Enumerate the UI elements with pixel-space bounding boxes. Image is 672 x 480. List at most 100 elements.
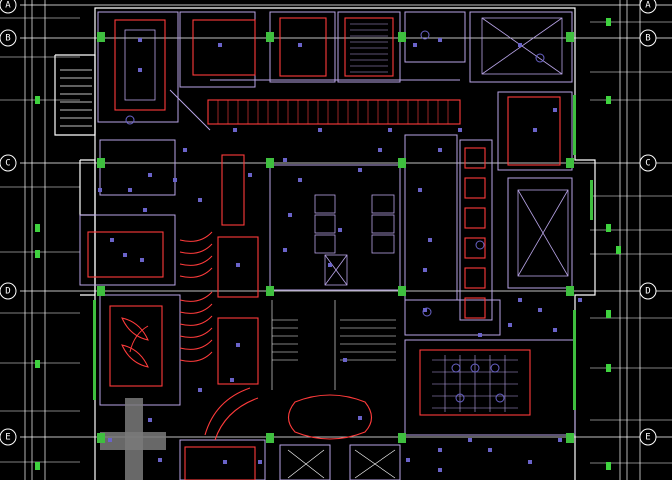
grid-label-c-left: C [5, 159, 10, 169]
light-fixture [283, 248, 287, 252]
light-fixture [236, 343, 240, 347]
light-fixture [283, 158, 287, 162]
downlight-fixture [422, 307, 432, 317]
light-fixture [148, 418, 152, 422]
side-markers [35, 18, 621, 470]
light-fixture [438, 38, 442, 42]
light-fixture [98, 188, 102, 192]
grid-bubble-c-right [639, 154, 657, 172]
grid-bubble-c-left [0, 154, 17, 172]
grid-bubble-a-left [0, 0, 17, 14]
light-fixture [343, 358, 347, 362]
light-fixture [198, 388, 202, 392]
light-fixture [488, 448, 492, 452]
grid-ceiling [432, 355, 518, 412]
light-fixture [298, 43, 302, 47]
light-fixture [413, 43, 417, 47]
light-fixture [558, 438, 562, 442]
light-fixture [230, 378, 234, 382]
light-fixture [508, 323, 512, 327]
light-fixture [423, 308, 427, 312]
downlight-fixture [420, 30, 430, 40]
cubicles [314, 194, 395, 286]
light-fixture [110, 238, 114, 242]
downlight-fixture [455, 393, 465, 403]
grid-bubble-b-right [639, 29, 657, 47]
grid-label-e-left: E [5, 433, 10, 443]
grid-bubble-b-left [0, 29, 17, 47]
light-fixture [428, 238, 432, 242]
grid-label-d-right: D [645, 287, 650, 297]
downlight-fixture [451, 363, 461, 373]
light-fixture [418, 188, 422, 192]
light-fixture [478, 333, 482, 337]
light-fixture [378, 148, 382, 152]
light-fixture [538, 308, 542, 312]
light-fixture [423, 268, 427, 272]
light-fixture [123, 253, 127, 257]
grid-bubble-d-left [0, 282, 17, 300]
light-fixture [388, 128, 392, 132]
light-fixture [108, 438, 112, 442]
light-fixture [173, 178, 177, 182]
light-fixtures [98, 30, 582, 472]
stair-upper-left [60, 69, 92, 127]
light-fixture [140, 258, 144, 262]
light-fixture [438, 448, 442, 452]
light-fixture [223, 460, 227, 464]
light-fixture [358, 416, 362, 420]
light-fixture [138, 68, 142, 72]
light-fixture [128, 188, 132, 192]
curved-louvres [179, 231, 213, 362]
downlight-fixture [470, 363, 480, 373]
grid-bubble-d-right [639, 282, 657, 300]
light-fixture [406, 458, 410, 462]
downlight-fixture [125, 115, 135, 125]
grid-label-a-left: A [5, 1, 11, 11]
light-fixture [533, 128, 537, 132]
light-fixture [138, 38, 142, 42]
light-fixture [148, 173, 152, 177]
columns [93, 32, 593, 443]
ceiling-outlines [87, 17, 561, 480]
light-fixture [248, 173, 252, 177]
grid-label-b-left: B [5, 34, 10, 44]
grid-label-e-right: E [645, 433, 650, 443]
pyramid-ceilings [124, 17, 569, 277]
light-fixture [236, 263, 240, 267]
light-fixture [338, 228, 342, 232]
light-fixture [458, 128, 462, 132]
leaf-motif [121, 317, 149, 368]
light-fixture [468, 438, 472, 442]
grid-label-b-right: B [645, 34, 650, 44]
grid-bubble-e-right [639, 428, 657, 446]
stair-lower-middle [271, 300, 396, 479]
light-fixture [553, 328, 557, 332]
light-fixture [198, 198, 202, 202]
light-fixture [183, 148, 187, 152]
light-fixture [518, 43, 522, 47]
light-fixture [288, 213, 292, 217]
grid-bubble-a-right [639, 0, 657, 14]
dimension-lines-right [590, 21, 672, 464]
grid-label-d-left: D [5, 287, 10, 297]
light-fixture [158, 458, 162, 462]
vent-grille [350, 23, 388, 73]
grid-label-a-right: A [645, 1, 651, 11]
grid-bubbles: A A B B C C D D E E [0, 0, 657, 446]
light-fixture [143, 208, 147, 212]
light-fixture [218, 43, 222, 47]
light-fixture [318, 128, 322, 132]
light-fixture [438, 148, 442, 152]
light-fixture [553, 108, 557, 112]
grid-label-c-right: C [645, 159, 650, 169]
light-fixture [438, 468, 442, 472]
light-fixture [328, 263, 332, 267]
ceiling-hatch [217, 100, 449, 124]
partitions [79, 11, 576, 480]
light-fixture [358, 168, 362, 172]
downlight-fixture [495, 393, 505, 403]
light-fixture [518, 298, 522, 302]
downlight-fixture [535, 53, 545, 63]
